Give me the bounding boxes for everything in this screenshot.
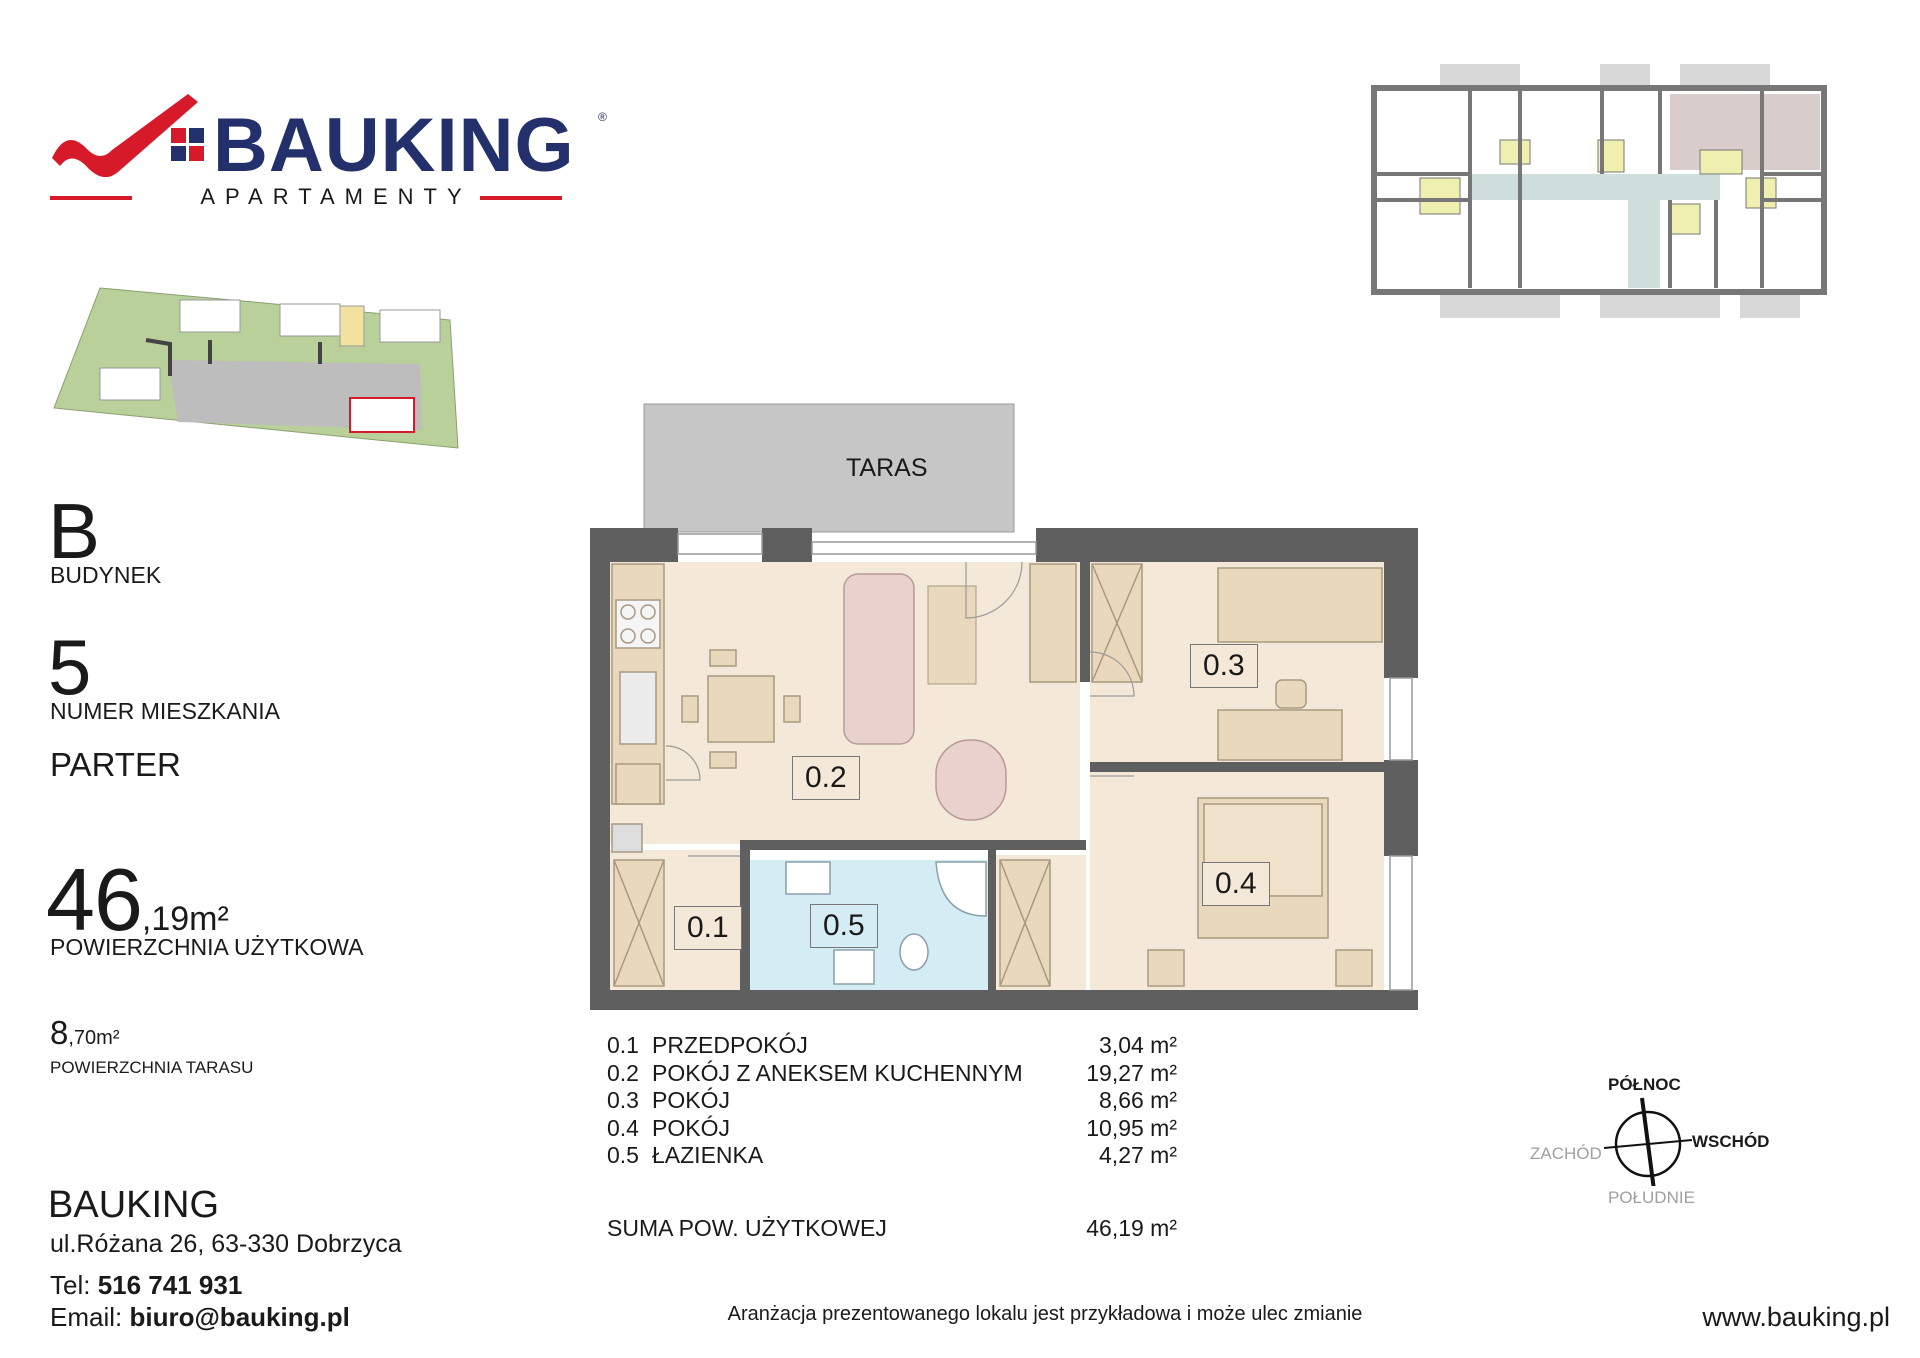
site-plan-map bbox=[53, 287, 459, 449]
registered-mark: ® bbox=[598, 110, 607, 124]
room-id: 0.2 bbox=[607, 1059, 639, 1086]
terrace-label: TARAS bbox=[846, 454, 928, 482]
bathroom-fixtures bbox=[785, 861, 987, 985]
email-label: Email: bbox=[50, 1302, 130, 1332]
company-phone-line: Tel: 516 741 931 bbox=[50, 1270, 242, 1301]
room-name: POKÓJ bbox=[652, 1087, 730, 1113]
logo-red-line-left bbox=[50, 196, 132, 200]
building-floor-key bbox=[1371, 64, 1827, 318]
room-area: 8,66 m² bbox=[1099, 1087, 1177, 1113]
building-label: BUDYNEK bbox=[50, 562, 162, 588]
walls bbox=[590, 528, 1418, 1010]
coffee-table bbox=[927, 585, 977, 685]
compass-south: POŁUDNIE bbox=[1608, 1188, 1695, 1207]
windows bbox=[677, 533, 1413, 991]
company-address: ul.Różana 26, 63-330 Dobrzyca bbox=[50, 1230, 402, 1258]
compass-north: PÓŁNOC bbox=[1608, 1075, 1681, 1094]
squares-logo-icon bbox=[171, 128, 204, 161]
apartment-number: 5 bbox=[48, 623, 92, 711]
table-row: 0.3 POKÓJ 8,66 m² bbox=[607, 1087, 1187, 1115]
usable-area-label: POWIERZCHNIA UŻYTKOWA bbox=[50, 934, 364, 960]
table-row: 0.1 PRZEDPOKÓJ 3,04 m² bbox=[607, 1032, 1187, 1060]
website-link[interactable]: www.bauking.pl bbox=[1702, 1302, 1890, 1332]
room-tag-0-5: 0.5 bbox=[810, 904, 878, 948]
room-tag-0-3: 0.3 bbox=[1190, 644, 1258, 688]
phone-number[interactable]: 516 741 931 bbox=[97, 1270, 243, 1300]
terrace-area bbox=[643, 403, 1015, 533]
table-row: 0.5 ŁAZIENKA 4,27 m² bbox=[607, 1142, 1187, 1170]
room-tag-0-1: 0.1 bbox=[674, 906, 742, 950]
room-id: 0.3 bbox=[607, 1087, 639, 1113]
doors bbox=[665, 561, 1135, 857]
terrace-area-value: 8,70m² bbox=[50, 1014, 119, 1052]
usable-area-whole: 46 bbox=[46, 850, 143, 949]
room-name: ŁAZIENKA bbox=[652, 1142, 764, 1168]
total-label: SUMA POW. UŻYTKOWEJ bbox=[607, 1215, 887, 1241]
building-letter: B bbox=[48, 487, 101, 575]
room-name: PRZEDPOKÓJ bbox=[652, 1032, 808, 1058]
company-name: BAUKING bbox=[48, 1184, 220, 1226]
wardrobes bbox=[613, 563, 1143, 987]
room-id: 0.1 bbox=[607, 1032, 639, 1058]
room-area: 3,04 m² bbox=[1099, 1032, 1177, 1058]
sofa bbox=[843, 573, 1007, 821]
checkmark-logo-icon bbox=[52, 94, 198, 178]
email-link[interactable]: biuro@bauking.pl bbox=[129, 1302, 350, 1332]
room-area-table: 0.1 PRZEDPOKÓJ 3,04 m² 0.2 POKÓJ Z ANEKS… bbox=[607, 1032, 1187, 1170]
room-area: 4,27 m² bbox=[1099, 1142, 1177, 1168]
kitchen-counter bbox=[611, 563, 665, 853]
room-tag-0-2: 0.2 bbox=[792, 756, 860, 800]
room-name: POKÓJ bbox=[652, 1114, 730, 1141]
usable-area-value: 46,19m² bbox=[46, 856, 229, 944]
company-email-line: Email: biuro@bauking.pl bbox=[50, 1302, 350, 1333]
usable-area-decimal: ,19m² bbox=[141, 900, 229, 938]
brand-subtitle: APARTAMENTY bbox=[200, 184, 472, 209]
terrace-area-whole: 8 bbox=[50, 1014, 69, 1051]
phone-label: Tel: bbox=[50, 1270, 98, 1300]
brand-name: BAUKING bbox=[213, 103, 575, 188]
room-area: 10,95 m² bbox=[1086, 1114, 1177, 1141]
compass-east: WSCHÓD bbox=[1692, 1132, 1770, 1151]
dining-table bbox=[681, 649, 801, 769]
floor-name: PARTER bbox=[50, 746, 181, 783]
bauking-logo: BAUKING ® APARTAMENTY bbox=[48, 88, 607, 213]
apartment-number-label: NUMER MIESZKANIA bbox=[50, 698, 281, 724]
logo-red-line-right bbox=[480, 196, 562, 200]
room-id: 0.4 bbox=[607, 1114, 639, 1141]
terrace-area-label: POWIERZCHNIA TARASU bbox=[50, 1058, 254, 1077]
room-id: 0.5 bbox=[607, 1142, 639, 1168]
terrace-area-decimal: ,70m² bbox=[68, 1027, 120, 1049]
room-name: POKÓJ Z ANEKSEM KUCHENNYM bbox=[652, 1059, 1023, 1086]
compass-icon bbox=[1604, 1097, 1693, 1186]
total-area: 46,19 m² bbox=[1086, 1215, 1177, 1241]
table-row: 0.2 POKÓJ Z ANEKSEM KUCHENNYM 19,27 m² bbox=[607, 1060, 1187, 1088]
room-area: 19,27 m² bbox=[1086, 1059, 1177, 1086]
compass-west: ZACHÓD bbox=[1530, 1144, 1602, 1163]
table-row: 0.4 POKÓJ 10,95 m² bbox=[607, 1115, 1187, 1143]
room-tag-0-4: 0.4 bbox=[1202, 862, 1270, 906]
disclaimer-text: Aranżacja prezentowanego lokalu jest prz… bbox=[727, 1303, 1363, 1325]
